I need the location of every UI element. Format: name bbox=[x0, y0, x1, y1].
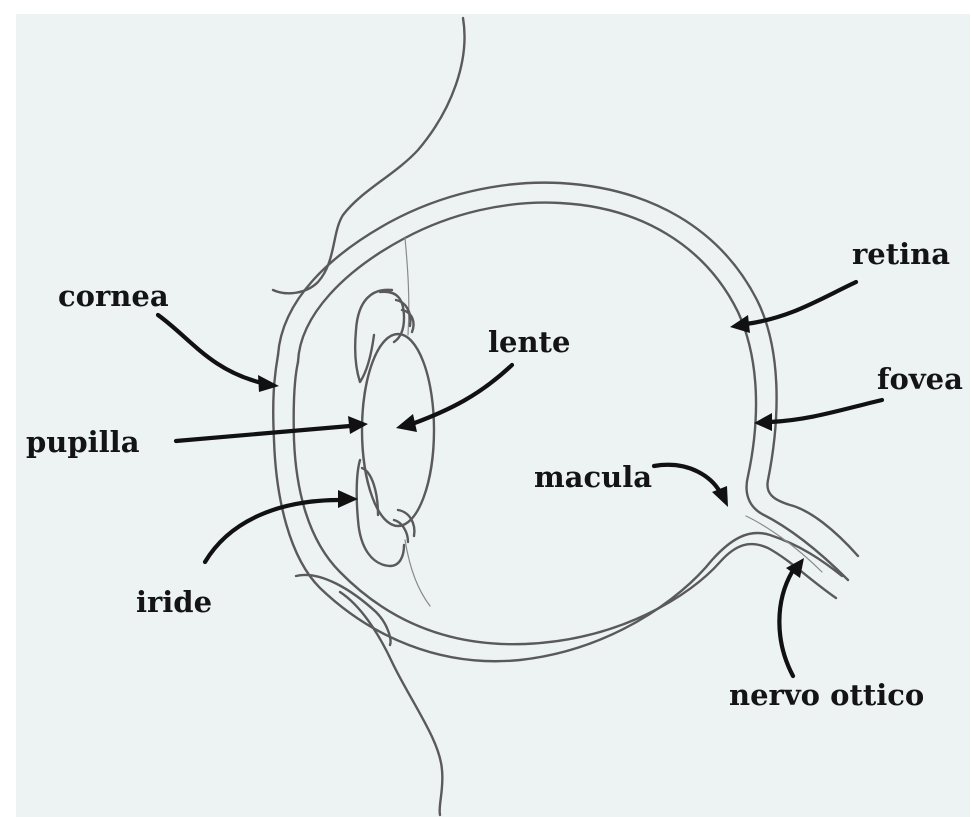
label-pupilla: pupilla bbox=[26, 425, 140, 459]
arrowhead-macula bbox=[712, 486, 728, 507]
label-iride: iride bbox=[136, 585, 212, 619]
arrow-pupilla bbox=[176, 426, 350, 441]
label-cornea: cornea bbox=[58, 279, 169, 313]
retina-inner bbox=[298, 203, 848, 580]
ligament-upper bbox=[405, 238, 409, 335]
label-retina: retina bbox=[852, 237, 950, 271]
arrowhead-pupilla bbox=[348, 416, 368, 434]
arrow-cornea bbox=[158, 315, 262, 383]
label-nervo-ottico: nervo ottico bbox=[729, 678, 924, 712]
label-macula: macula bbox=[534, 460, 652, 494]
lens bbox=[362, 334, 434, 526]
label-fovea: fovea bbox=[877, 362, 963, 396]
arrow-nervo-ottico bbox=[779, 572, 793, 676]
arrow-macula bbox=[654, 465, 720, 492]
arrowhead-lente bbox=[396, 414, 417, 432]
arrowhead-iride bbox=[338, 490, 358, 508]
face-profile-lower bbox=[296, 575, 442, 815]
label-lente: lente bbox=[488, 325, 570, 359]
iris-upper bbox=[355, 290, 404, 382]
face-profile-upper bbox=[273, 18, 464, 293]
ligament-lower bbox=[405, 540, 430, 606]
arrow-iride bbox=[205, 500, 340, 562]
arrow-retina bbox=[746, 282, 856, 324]
arrow-fovea bbox=[770, 400, 882, 422]
